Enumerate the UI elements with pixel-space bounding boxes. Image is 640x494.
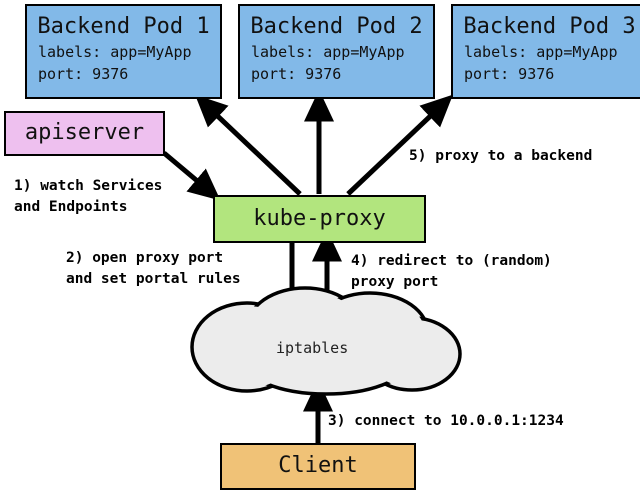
edge-apiserver-to-kubeproxy	[162, 151, 221, 201]
client-node[interactable]: Client	[220, 443, 416, 490]
step-3-line-1: 3) connect to 10.0.0.1:1234	[328, 413, 564, 429]
apiserver-node[interactable]: apiserver	[4, 111, 165, 156]
pod-2-labels: labels: app=MyApp	[251, 43, 405, 62]
step-1-label: 1) watch Services and Endpoints	[14, 176, 162, 218]
step-1-line-2: and Endpoints	[14, 199, 128, 216]
backend-pod-1[interactable]: Backend Pod 1 labels: app=MyApp port: 93…	[25, 4, 222, 99]
pod-1-port: port: 9376	[38, 64, 129, 83]
pod-3-labels: labels: app=MyApp	[464, 43, 618, 62]
step-5-line-1: 5) proxy to a backend	[409, 148, 593, 164]
edge-kubeproxy-to-pod3	[346, 94, 453, 196]
step-3-label: 3) connect to 10.0.0.1:1234	[328, 411, 564, 432]
pod-2-title: Backend Pod 2	[250, 14, 423, 40]
pod-2-port: port: 9376	[251, 64, 342, 83]
step-4-line-1: 4) redirect to (random)	[351, 253, 552, 269]
pod-1-labels: labels: app=MyApp	[38, 43, 192, 62]
kube-proxy-label: kube-proxy	[253, 205, 386, 231]
step-2-label: 2) open proxy port and set portal rules	[66, 248, 241, 290]
client-label: Client	[278, 453, 358, 479]
backend-pod-3[interactable]: Backend Pod 3 labels: app=MyApp port: 93…	[451, 4, 640, 99]
apiserver-label: apiserver	[24, 120, 145, 146]
backend-pod-2[interactable]: Backend Pod 2 labels: app=MyApp port: 93…	[238, 4, 435, 99]
step-1-line-1: 1) watch Services	[14, 178, 163, 194]
step-2-line-2: and set portal rules	[66, 271, 241, 288]
kube-proxy-node[interactable]: kube-proxy	[213, 195, 426, 243]
step-4-label: 4) redirect to (random) proxy port	[351, 251, 552, 293]
pod-1-title: Backend Pod 1	[37, 14, 210, 40]
edge-kubeproxy-to-pod1	[195, 94, 302, 196]
iptables-label: iptables	[276, 339, 349, 357]
step-4-line-2: proxy port	[351, 274, 439, 291]
step-2-line-1: 2) open proxy port	[66, 250, 224, 266]
pod-3-port: port: 9376	[464, 64, 555, 83]
step-5-label: 5) proxy to a backend	[409, 146, 592, 167]
pod-3-title: Backend Pod 3	[463, 14, 636, 40]
